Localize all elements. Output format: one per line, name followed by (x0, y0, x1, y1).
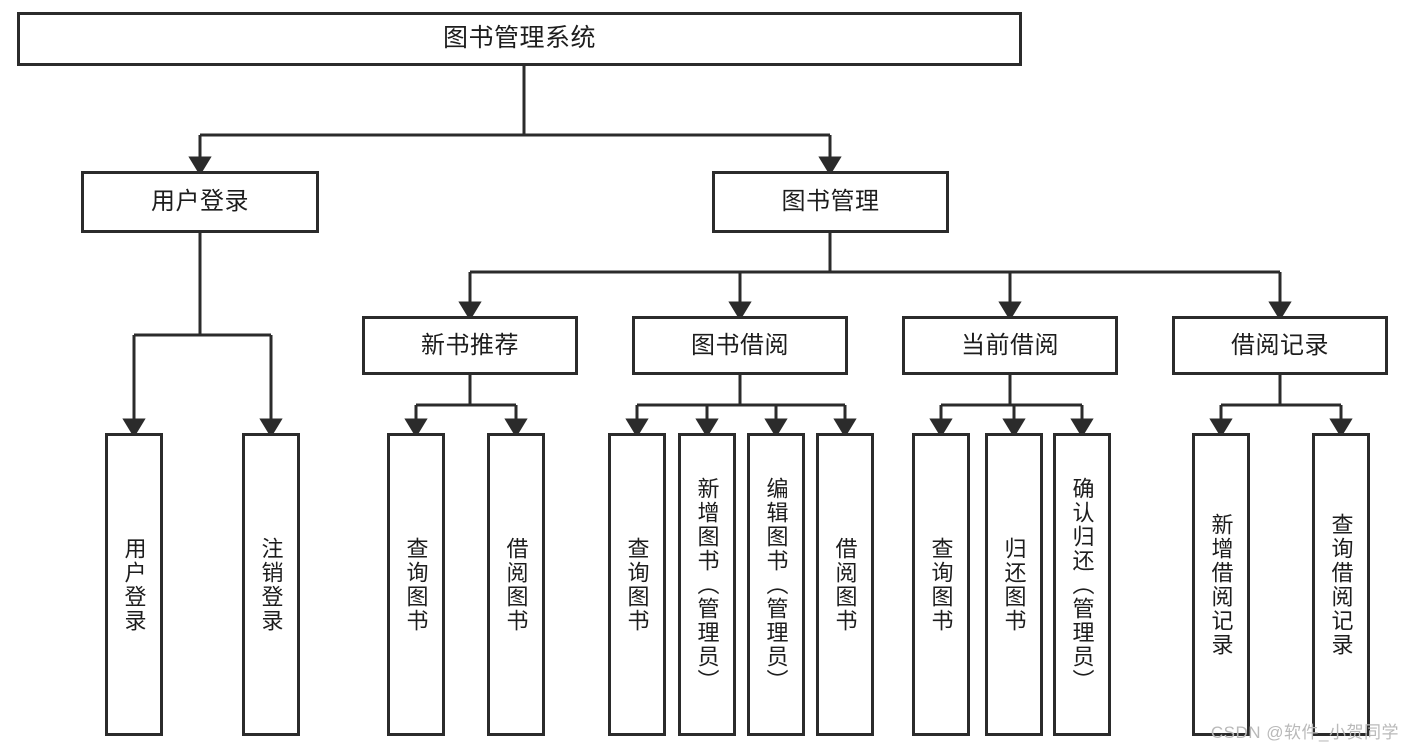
csdn-watermark: CSDN @软件_小贺同学 (1210, 723, 1399, 742)
leaf-query-book-current[interactable]: 查询图书 (912, 433, 970, 736)
leaf-edit-book-admin[interactable]: 编辑图书（管理员） (747, 433, 805, 736)
node-book-management-label: 图书管理 (781, 188, 880, 215)
leaf-query-book-current-label: 查询图书 (928, 536, 954, 633)
node-borrow-record[interactable]: 借阅记录 (1172, 316, 1388, 375)
leaf-add-book-admin-label: 新增图书（管理员） (694, 476, 720, 693)
leaf-query-book-borrow-label: 查询图书 (624, 536, 650, 633)
leaf-add-borrow-record[interactable]: 新增借阅记录 (1192, 433, 1250, 736)
leaf-logout-label: 注销登录 (258, 536, 284, 633)
leaf-query-borrow-record-label: 查询借阅记录 (1328, 512, 1354, 657)
leaf-borrow-book-recommend-label: 借阅图书 (503, 536, 529, 633)
node-user-login[interactable]: 用户登录 (81, 171, 319, 233)
leaf-borrow-book-label: 借阅图书 (832, 536, 858, 633)
node-user-login-label: 用户登录 (151, 188, 249, 215)
leaf-query-book-recommend-label: 查询图书 (403, 536, 429, 633)
leaf-add-book-admin[interactable]: 新增图书（管理员） (678, 433, 736, 736)
leaf-confirm-return-admin[interactable]: 确认归还（管理员） (1053, 433, 1111, 736)
leaf-edit-book-admin-label: 编辑图书（管理员） (763, 476, 789, 693)
node-book-borrow[interactable]: 图书借阅 (632, 316, 848, 375)
leaf-user-login-label: 用户登录 (121, 536, 147, 633)
node-root[interactable]: 图书管理系统 (17, 12, 1022, 66)
node-borrow-record-label: 借阅记录 (1231, 331, 1329, 359)
leaf-borrow-book[interactable]: 借阅图书 (816, 433, 874, 736)
node-root-label: 图书管理系统 (442, 24, 596, 53)
leaf-return-book[interactable]: 归还图书 (985, 433, 1043, 736)
leaf-confirm-return-admin-label: 确认归还（管理员） (1069, 476, 1095, 693)
node-current-borrow[interactable]: 当前借阅 (902, 316, 1118, 375)
node-book-management[interactable]: 图书管理 (712, 171, 949, 233)
node-new-book-recommend-label: 新书推荐 (421, 331, 519, 359)
leaf-borrow-book-recommend[interactable]: 借阅图书 (487, 433, 545, 736)
leaf-add-borrow-record-label: 新增借阅记录 (1208, 512, 1234, 657)
node-current-borrow-label: 当前借阅 (961, 331, 1059, 359)
leaf-logout[interactable]: 注销登录 (242, 433, 300, 736)
leaf-query-book-borrow[interactable]: 查询图书 (608, 433, 666, 736)
node-new-book-recommend[interactable]: 新书推荐 (362, 316, 578, 375)
leaf-user-login[interactable]: 用户登录 (105, 433, 163, 736)
leaf-query-borrow-record[interactable]: 查询借阅记录 (1312, 433, 1370, 736)
leaf-query-book-recommend[interactable]: 查询图书 (387, 433, 445, 736)
node-book-borrow-label: 图书借阅 (691, 331, 789, 359)
leaf-return-book-label: 归还图书 (1001, 536, 1027, 633)
